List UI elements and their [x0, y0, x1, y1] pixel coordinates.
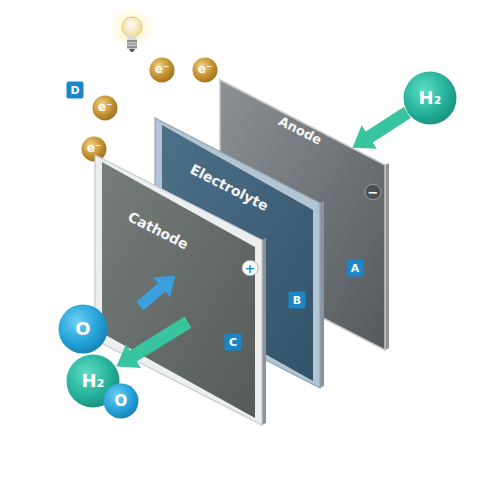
callout-letter: B — [289, 292, 306, 309]
callout-letter: A — [347, 260, 364, 277]
molecule-label: e⁻ — [198, 63, 212, 76]
molecule-label: O — [115, 393, 128, 410]
circle-fill — [193, 58, 218, 83]
terminal-sign: − — [365, 184, 382, 200]
electron: e⁻ — [149, 57, 175, 83]
light-bulb — [110, 6, 154, 52]
electron: e⁻ — [81, 136, 107, 162]
molecule-label: e⁻ — [87, 142, 101, 155]
circle-fill — [93, 96, 118, 121]
circle-fill — [104, 384, 139, 419]
flow-arrow — [369, 113, 407, 138]
bulb-glass — [122, 17, 142, 37]
bulb-tip — [129, 49, 135, 52]
plate-frame — [95, 155, 262, 425]
molecule-label: H₂ — [82, 371, 105, 391]
molecule-label: O — [75, 319, 90, 339]
flow-arrow — [140, 287, 162, 306]
circle-fill — [404, 72, 457, 125]
electron: e⁻ — [192, 57, 218, 83]
callout-letter: D — [67, 82, 84, 99]
circle-fill — [82, 137, 107, 162]
circle-fill — [150, 58, 175, 83]
plate-face — [102, 162, 255, 418]
bulb-neck — [128, 36, 137, 40]
bulb-thread — [127, 43, 137, 46]
bulb-thread — [127, 46, 137, 49]
molecule: H₂ — [403, 71, 457, 125]
electron: e⁻ — [92, 95, 118, 121]
flow-arrow — [133, 322, 188, 356]
molecule-label: e⁻ — [155, 63, 169, 76]
circle-fill — [59, 305, 108, 354]
molecule-label: e⁻ — [98, 101, 112, 114]
molecule: O — [103, 383, 139, 419]
bulb-glow — [110, 6, 154, 50]
molecule-label: H₂ — [419, 88, 442, 108]
connectors — [133, 113, 407, 357]
bulb-thread — [127, 40, 137, 43]
callout-letter: C — [225, 334, 242, 351]
molecule: O — [58, 304, 108, 354]
terminal-sign: + — [242, 260, 259, 276]
